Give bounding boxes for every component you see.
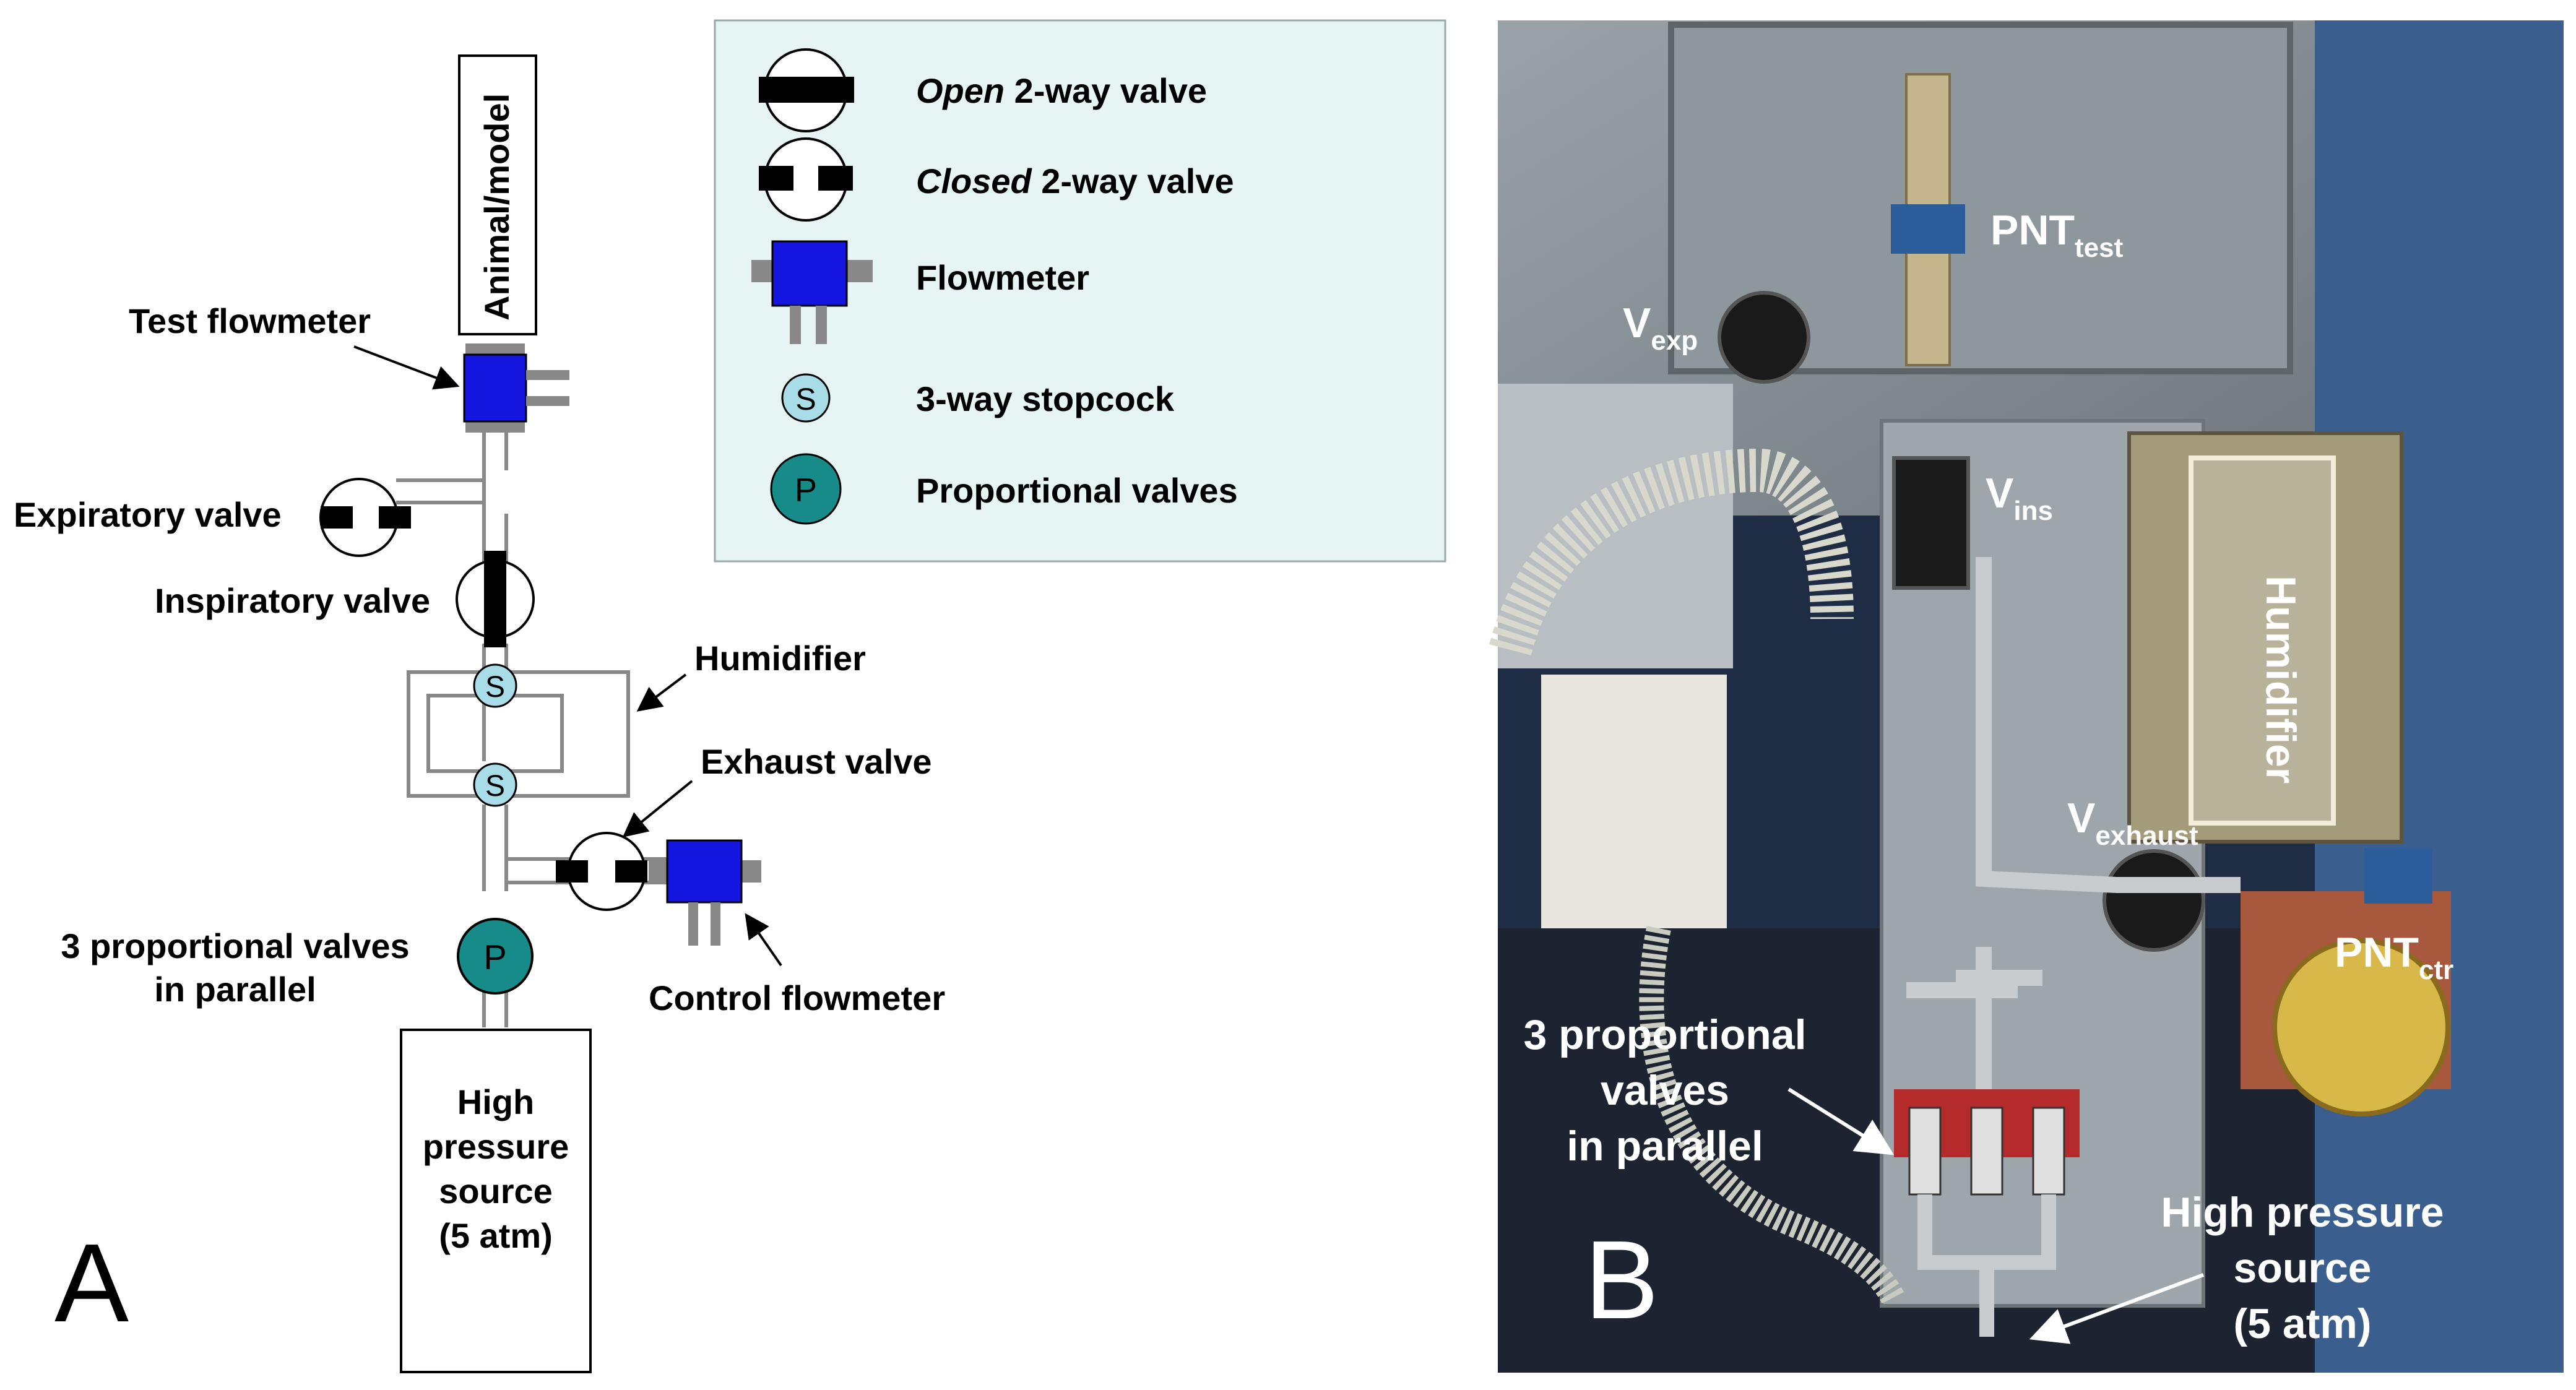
- label-v-ins-main: V: [1986, 470, 2013, 517]
- inspiratory-valve-label: Inspiratory valve: [155, 581, 430, 620]
- label-pnt-test: PNTtest: [1990, 207, 2124, 263]
- animal-model-box: [458, 54, 537, 335]
- source-line2: pressure: [423, 1127, 569, 1166]
- test-flowmeter-symbol: [463, 343, 569, 433]
- legend-proportional-icon: P: [770, 453, 842, 525]
- legend-proportional-label: Proportional valves: [916, 471, 1238, 510]
- exhaust-valve-label: Exhaust valve: [701, 742, 932, 781]
- legend-closed-valve-icon: [759, 137, 853, 222]
- label-v-exp: Vexp: [1623, 300, 1698, 356]
- stopcock-lower-letter: S: [485, 770, 505, 803]
- proportional-valve-letter: P: [483, 938, 506, 977]
- photo-humidifier-tank: [2189, 455, 2336, 826]
- exhaust-valve-symbol: [556, 832, 647, 911]
- label-source-line2: source: [2234, 1245, 2372, 1292]
- legend-open-valve-label: Open 2-way valve: [916, 71, 1207, 110]
- photo-v-exhaust-valve: [2103, 849, 2205, 952]
- photo-lower-hose: [1639, 926, 1905, 1306]
- test-flowmeter-label: Test flowmeter: [129, 301, 371, 340]
- panel-a: Animal/model Test flowmeter Expiratory v…: [14, 54, 945, 1373]
- panel-a-letter: A: [54, 1221, 129, 1345]
- high-pressure-source-box: [400, 1029, 592, 1373]
- exhaust-valve-arrow: [622, 780, 693, 838]
- source-arrow: [2029, 1273, 2205, 1344]
- stopcock-upper-letter: S: [485, 671, 505, 704]
- photo-v-ins-valve: [1892, 456, 1970, 590]
- test-flowmeter-arrow: [353, 345, 460, 390]
- pipe-network: [396, 427, 668, 1027]
- legend-open-valve-icon: [759, 48, 854, 132]
- legend-flowmeter-label: Flowmeter: [916, 258, 1089, 297]
- stopcock-lower: S: [473, 762, 517, 807]
- legend-proportional-letter: P: [795, 472, 817, 509]
- humidifier-label: Humidifier: [694, 639, 866, 678]
- panel-b-letter: B: [1584, 1218, 1659, 1342]
- legend-open-italic: Open: [916, 71, 1005, 110]
- legend-stopcock-letter: S: [795, 382, 816, 417]
- prop-valves-arrow: [1787, 1087, 1895, 1155]
- animal-model-label: Animal/model: [477, 93, 516, 321]
- label-pnt-test-main: PNT: [1990, 207, 2075, 254]
- photo-prop-valve-2: [1970, 1107, 2003, 1196]
- legend-flowmeter-icon: [751, 240, 873, 344]
- control-flowmeter-label: Control flowmeter: [649, 978, 945, 1017]
- photo-piping: [1906, 557, 2241, 1114]
- legend: Open 2-way valve Closed 2-way valve Flow…: [714, 19, 1446, 563]
- photo-manifold: [1917, 1194, 2056, 1337]
- humidifier-arrow: [636, 673, 687, 712]
- photo-prop-valve-3: [2032, 1107, 2065, 1196]
- control-flowmeter-symbol: [649, 839, 761, 946]
- legend-closed-rest: 2-way valve: [1032, 162, 1234, 201]
- expiratory-valve-label: Expiratory valve: [14, 495, 282, 534]
- legend-closed-valve-label: Closed 2-way valve: [916, 162, 1234, 201]
- photo-prop-valve-1: [1908, 1107, 1942, 1196]
- proportional-valve-symbol: P: [457, 918, 534, 995]
- control-flowmeter-arrow: [745, 913, 782, 967]
- label-pnt-ctr: PNTctr: [2335, 929, 2453, 985]
- stopcock-upper: S: [473, 663, 517, 708]
- label-source-line1: High pressure: [2161, 1189, 2444, 1236]
- prop-valves-label-line2: in parallel: [154, 970, 316, 1009]
- source-line3: source: [439, 1172, 553, 1211]
- inspiratory-valve-symbol: [456, 551, 535, 647]
- legend-closed-italic: Closed: [916, 162, 1032, 201]
- label-pnt-ctr-sub: ctr: [2419, 955, 2453, 985]
- label-v-exhaust: Vexhaust: [2067, 795, 2198, 851]
- label-v-ins: Vins: [1986, 470, 2053, 526]
- label-pnt-test-sub: test: [2075, 233, 2124, 263]
- label-source-line3: (5 atm): [2234, 1300, 2372, 1347]
- photo-pnt-ctr-device: [2364, 848, 2432, 904]
- legend-open-rest: 2-way valve: [1005, 71, 1207, 110]
- label-prop-line3: in parallel: [1567, 1123, 1763, 1170]
- expiratory-valve-symbol: [319, 478, 411, 557]
- label-v-ins-sub: ins: [2013, 496, 2053, 526]
- prop-valves-label-line1: 3 proportional valves: [61, 926, 409, 965]
- label-prop-line2: valves: [1601, 1067, 1729, 1114]
- photo-pnt-test-block: [1891, 204, 1965, 254]
- label-v-exhaust-sub: exhaust: [2095, 821, 2198, 851]
- panel-b-photo: PNTtest Vexp Vins Humidifier Vexhaust PN…: [1489, 20, 2564, 1373]
- label-pnt-ctr-main: PNT: [2335, 929, 2419, 976]
- photo-corrugated-hose: [1489, 448, 1854, 656]
- label-v-exhaust-main: V: [2067, 795, 2095, 842]
- photo-yellow-cylinder: [2272, 938, 2450, 1116]
- label-humidifier: Humidifier: [2257, 576, 2304, 783]
- legend-stopcock-label: 3-way stopcock: [916, 379, 1175, 418]
- source-line4: (5 atm): [439, 1216, 553, 1255]
- label-v-exp-sub: exp: [1651, 326, 1698, 356]
- photo-v-exp-valve: [1718, 291, 1810, 384]
- label-v-exp-main: V: [1623, 300, 1651, 347]
- source-line1: High: [457, 1082, 534, 1121]
- label-prop-line1: 3 proportional: [1523, 1011, 1806, 1058]
- legend-stopcock-icon: S: [781, 373, 831, 423]
